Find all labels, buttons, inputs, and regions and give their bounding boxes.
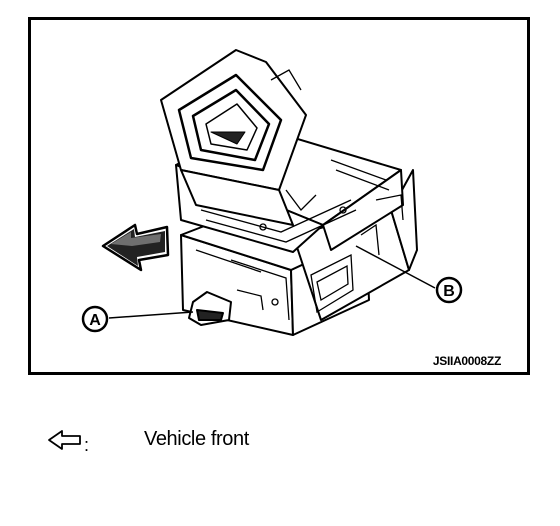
outlined-left-arrow-icon: : [48,430,89,455]
callout-b-letter: B [443,283,455,300]
callout-a-letter: A [89,312,101,329]
legend-label: Vehicle front [144,428,249,450]
callout-a: A [81,305,109,333]
leader-line-b [355,245,436,289]
mounting-bracket [188,291,232,326]
unit-housing [160,49,418,336]
legend-separator: : [84,435,89,455]
leader-lines [108,245,436,319]
legend-row: : Vehicle front [46,426,466,458]
vehicle-front-arrow-icon [101,223,170,272]
illustration-frame: A B JSIIA0008ZZ [28,17,530,375]
component-illustration: A B [81,49,463,336]
callout-b: B [435,276,463,304]
housing-details [195,69,404,321]
leader-line-a [108,311,194,319]
intake-opening [177,73,283,172]
figure-code: JSIIA0008ZZ [432,354,501,368]
